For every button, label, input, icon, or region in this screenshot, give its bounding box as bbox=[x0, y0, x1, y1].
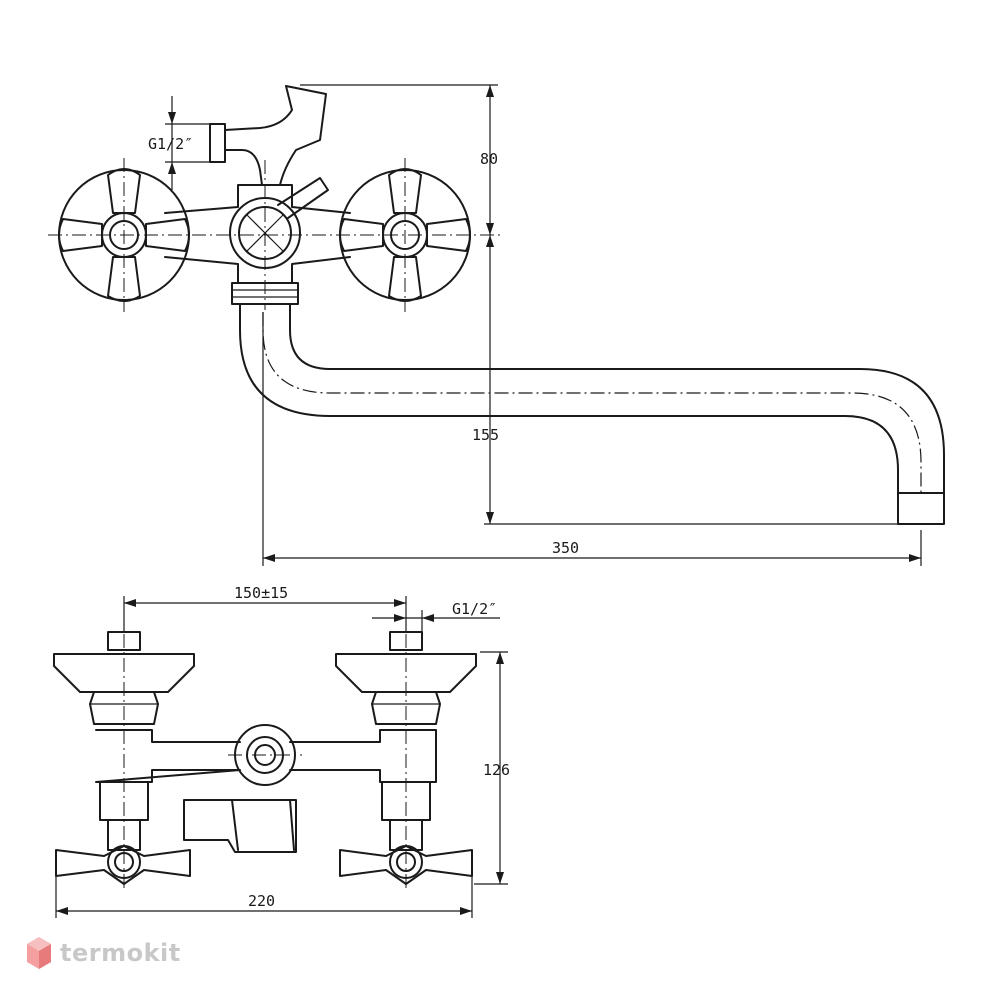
long-spout bbox=[239, 303, 945, 525]
termokit-logo-icon bbox=[27, 937, 51, 969]
shower-outlet-thread bbox=[209, 123, 226, 163]
dim-220: 220 bbox=[55, 876, 473, 918]
front-diverter-outer bbox=[234, 724, 296, 786]
front-left-cap bbox=[53, 631, 195, 725]
dim-126: 126 bbox=[474, 651, 510, 885]
dim-155-label: 155 bbox=[472, 426, 499, 444]
left-cross-handle bbox=[58, 168, 190, 302]
front-diverter-lever bbox=[183, 799, 297, 853]
dim-155: 155 bbox=[472, 235, 898, 525]
front-right-cap bbox=[335, 631, 477, 725]
dim-80-label: 80 bbox=[480, 150, 498, 168]
shower-connector bbox=[224, 85, 327, 186]
front-left-eccentric bbox=[55, 781, 191, 885]
front-view: 150±15 G1/2″ 126 220 bbox=[53, 584, 510, 918]
dim-150-label: 150±15 bbox=[234, 584, 288, 602]
dim-350: 350 bbox=[262, 312, 922, 566]
dim-g-top-label: G1/2″ bbox=[148, 135, 193, 153]
dim-g-bottom: G1/2″ bbox=[372, 600, 500, 632]
dim-220-label: 220 bbox=[248, 892, 275, 910]
dim-150: 150±15 bbox=[123, 584, 407, 632]
watermark-text: termokit bbox=[60, 939, 181, 967]
dim-g-top: G1/2″ bbox=[148, 96, 210, 190]
dim-126-label: 126 bbox=[483, 761, 510, 779]
watermark: termokit bbox=[26, 936, 181, 970]
dim-350-label: 350 bbox=[552, 539, 579, 557]
diverter-knob bbox=[229, 177, 329, 269]
dim-g-bottom-label: G1/2″ bbox=[452, 600, 497, 618]
right-cross-handle bbox=[339, 168, 471, 302]
front-mixer-body bbox=[95, 729, 437, 783]
top-view: G1/2″ 80 155 350 bbox=[48, 84, 945, 566]
dim-80: 80 bbox=[300, 84, 498, 235]
